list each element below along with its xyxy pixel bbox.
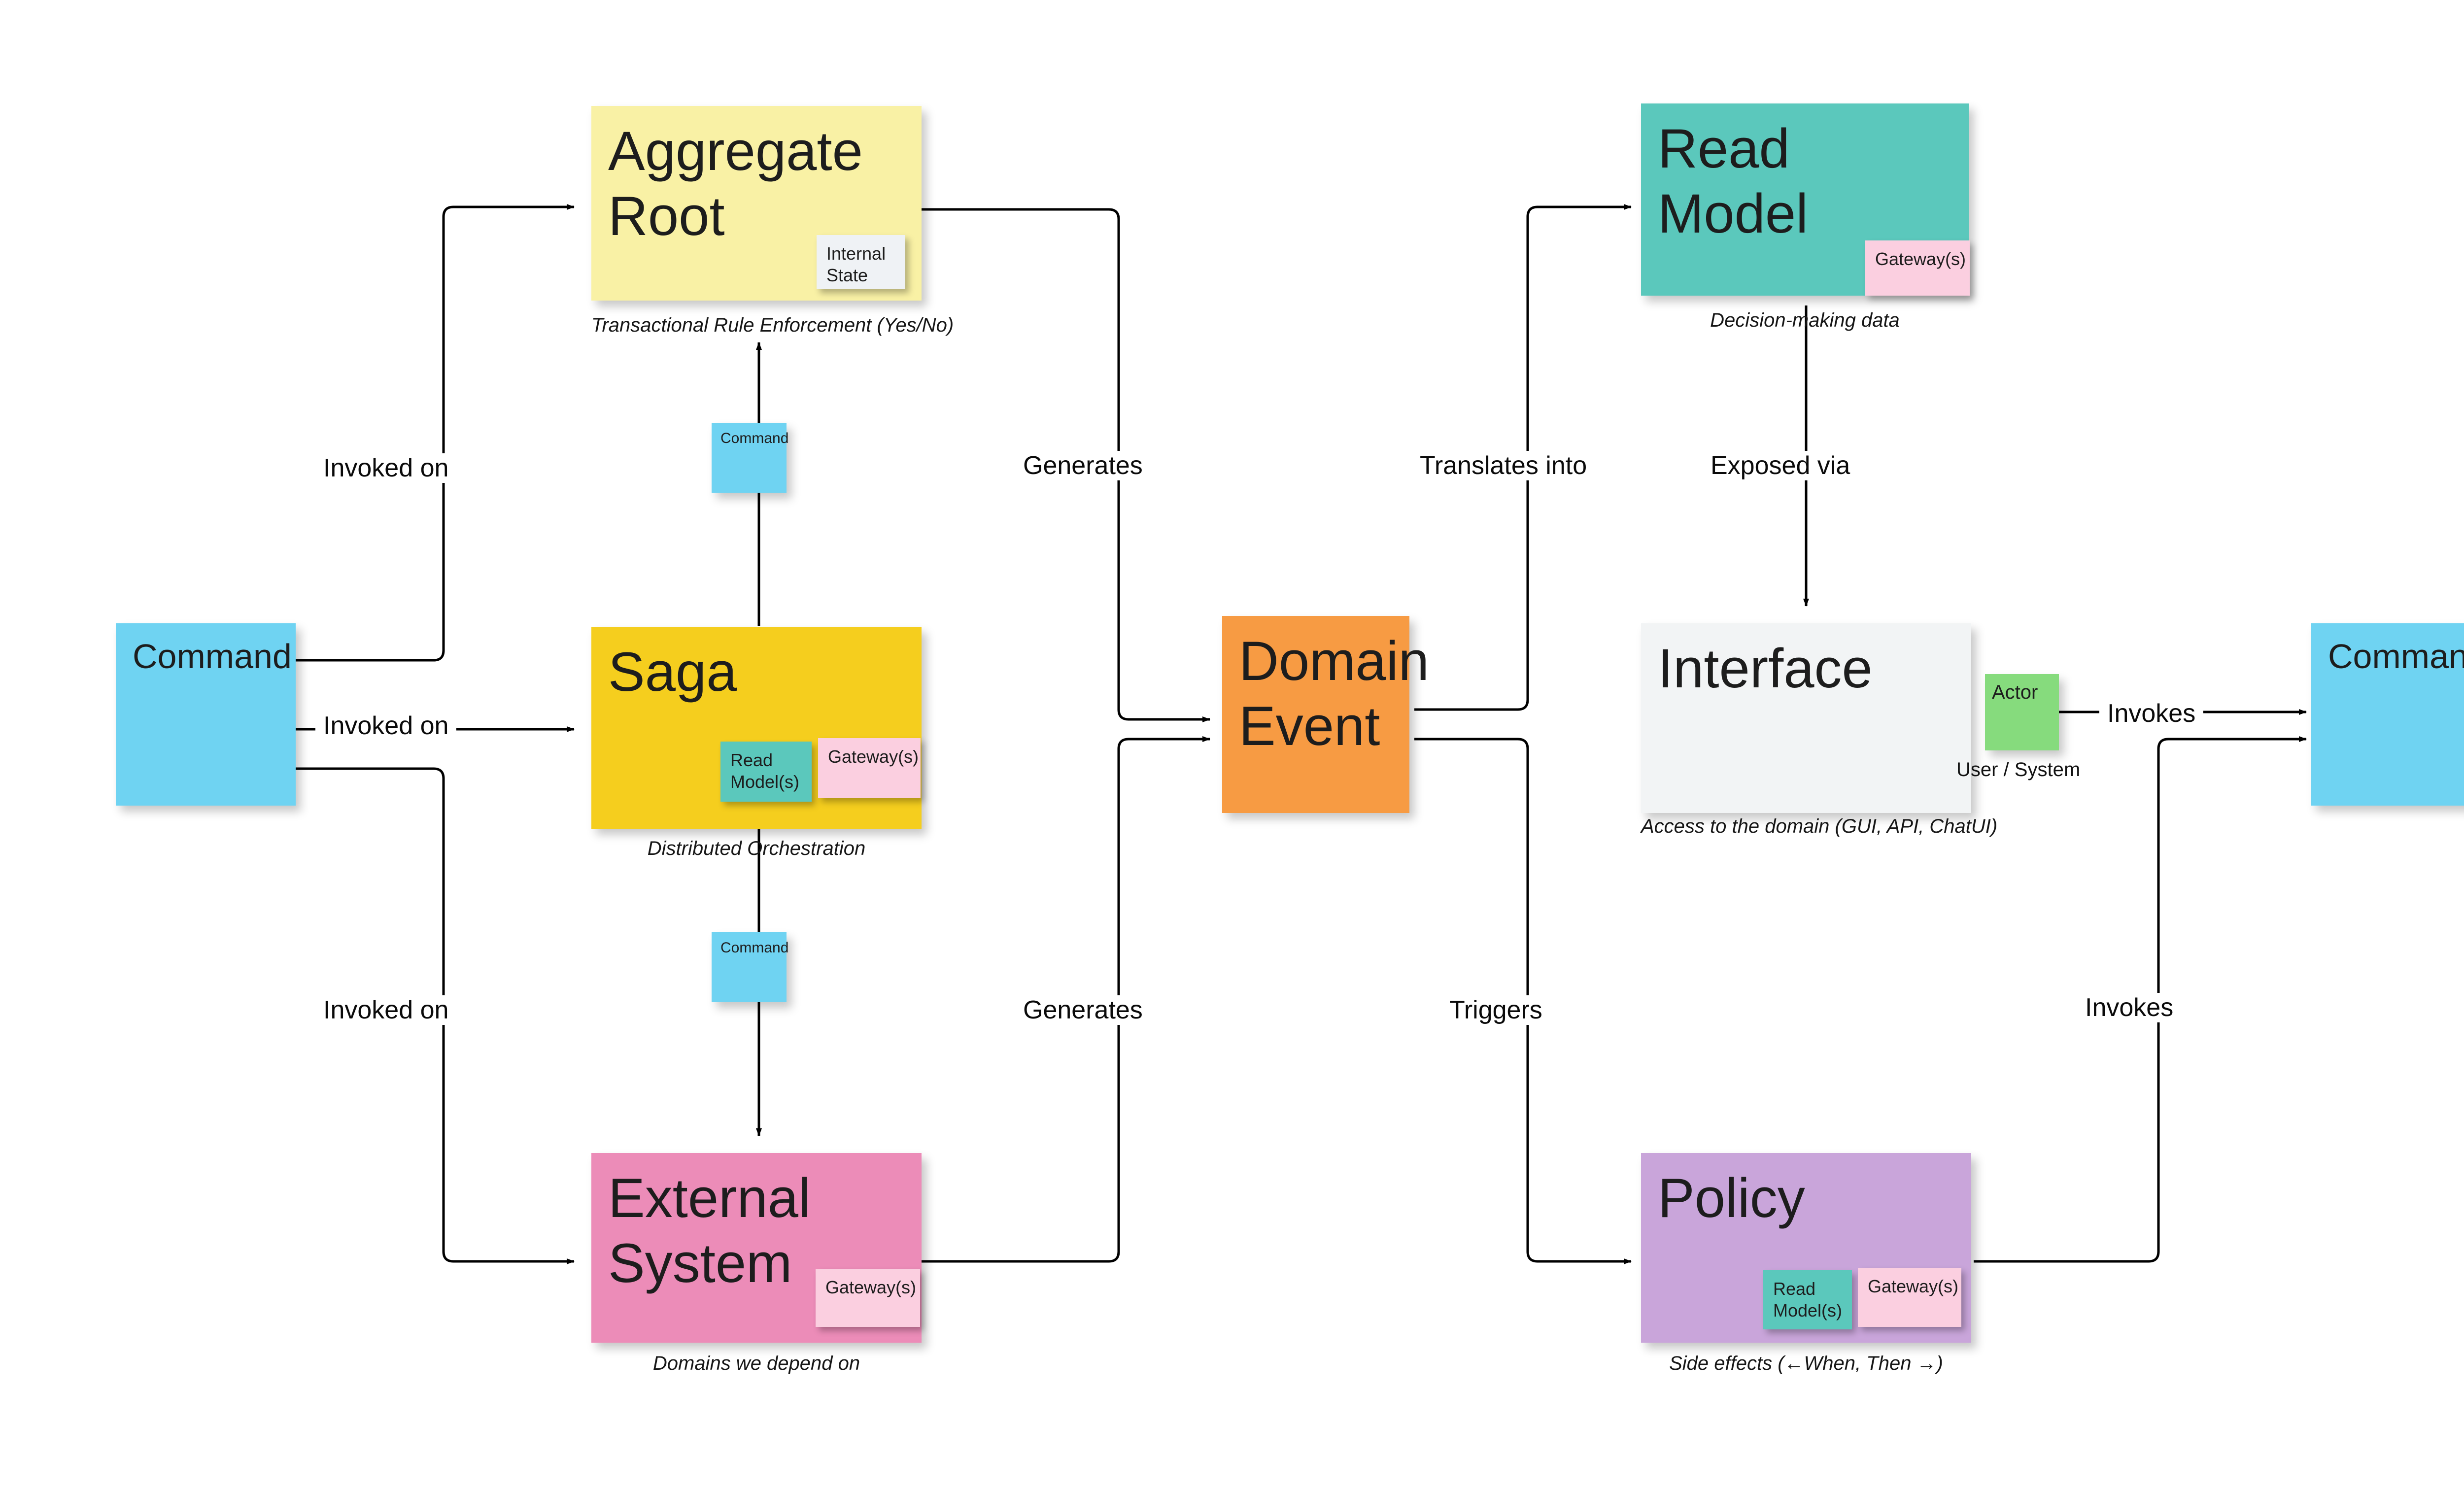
note-actor[interactable]: Actor: [1985, 674, 2059, 750]
note-title: Saga: [608, 641, 737, 703]
note-title: Aggregate Root: [608, 120, 863, 247]
edge-label-generates-top: Generates: [1015, 451, 1151, 480]
caption-actor: User / System: [1956, 759, 2081, 780]
note-title: Command: [720, 940, 789, 956]
tag-read-model-gateway[interactable]: Gateway(s): [1865, 240, 1970, 296]
note-external-system[interactable]: External System: [591, 1153, 922, 1343]
note-title: Domain Event: [1239, 630, 1429, 757]
tag-saga-gateway[interactable]: Gateway(s): [818, 738, 921, 798]
note-title: Command: [2328, 637, 2464, 676]
edge-label-invoked-on-external: Invoked on: [315, 995, 457, 1025]
caption-external-system: Domains we depend on: [652, 1353, 860, 1374]
tag-external-gateway[interactable]: Gateway(s): [816, 1269, 920, 1327]
edge-label-exposed-via: Exposed via: [1703, 451, 1858, 480]
caption-saga: Distributed Orchestration: [647, 838, 866, 859]
edge-label-invokes-actor: Invokes: [2099, 699, 2204, 728]
note-title: Interface: [1658, 638, 1873, 699]
edge-label-invokes-policy: Invokes: [2077, 993, 2182, 1022]
edge-label-generates-bottom: Generates: [1015, 995, 1151, 1025]
note-interface[interactable]: Interface: [1641, 623, 1971, 813]
caption-aggregate-root: Transactional Rule Enforcement (Yes/No): [591, 314, 954, 336]
note-title: Command: [720, 430, 789, 446]
note-command-right[interactable]: Command: [2311, 623, 2464, 806]
caption-policy: Side effects (←When, Then →): [1669, 1353, 1943, 1374]
note-command-mid-top[interactable]: Command: [712, 423, 789, 493]
edge-label-invoked-on-aggregate: Invoked on: [315, 453, 457, 483]
tag-policy-read-models[interactable]: Read Model(s): [1763, 1270, 1852, 1329]
edge-label-invoked-on-saga: Invoked on: [315, 711, 457, 741]
edge-label-triggers: Triggers: [1441, 995, 1550, 1025]
edge-cmd-to-aggregate: [296, 204, 575, 662]
note-title: Command: [133, 637, 292, 676]
note-title: Read Model: [1658, 118, 1809, 245]
caption-interface: Access to the domain (GUI, API, ChatUI): [1641, 815, 1998, 837]
caption-read-model: Decision-making data: [1710, 309, 1900, 331]
note-domain-event[interactable]: Domain Event: [1222, 616, 1429, 813]
note-command-left[interactable]: Command: [116, 623, 296, 806]
note-title: External System: [608, 1167, 811, 1294]
tag-policy-gateway[interactable]: Gateway(s): [1858, 1268, 1961, 1327]
tag-saga-read-models[interactable]: Read Model(s): [720, 742, 812, 802]
note-command-mid-bottom[interactable]: Command: [712, 932, 789, 1002]
note-title: Actor: [1992, 681, 2038, 703]
edge-label-translates-into: Translates into: [1412, 451, 1595, 480]
note-title: Policy: [1658, 1167, 1805, 1229]
tag-internal-state-visual[interactable]: Internal State: [817, 235, 905, 289]
